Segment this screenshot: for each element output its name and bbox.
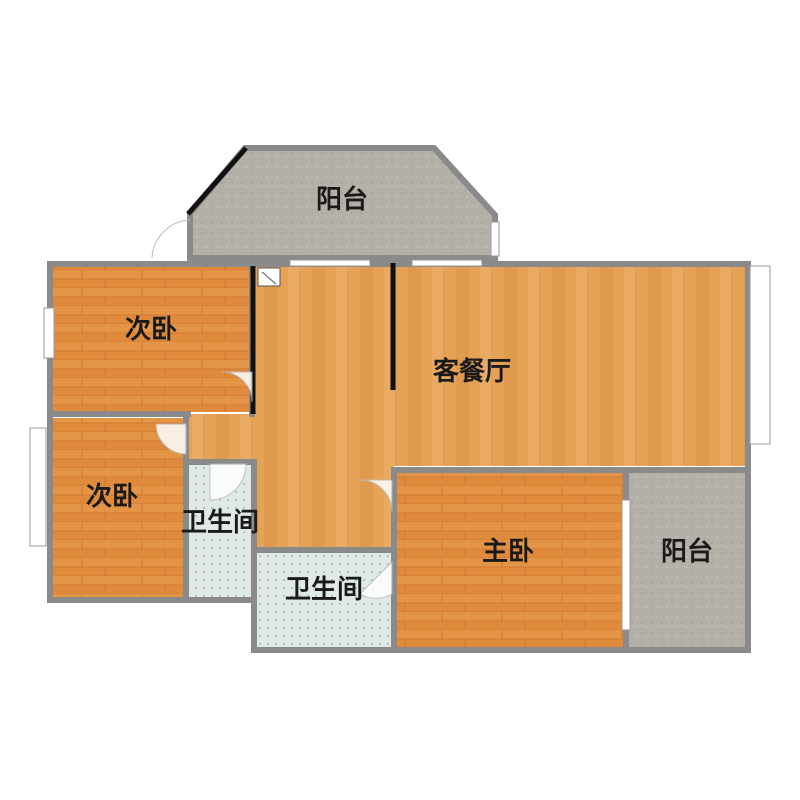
label-living-dining: 客餐厅 xyxy=(433,356,511,387)
balcony-top-window xyxy=(490,221,500,257)
door-lower-left-bedroom xyxy=(155,423,187,455)
windows xyxy=(29,259,771,631)
window-master-right xyxy=(621,499,631,631)
living-dining-floor xyxy=(188,264,748,550)
outer-wall-left xyxy=(47,261,191,603)
master-bedroom-floor xyxy=(394,472,624,648)
window-living-top-2 xyxy=(411,259,483,267)
outer-wall xyxy=(47,261,751,469)
window-living-right xyxy=(749,265,771,445)
bedroom-upper-left-floor xyxy=(50,264,252,412)
fixture-box xyxy=(257,267,281,287)
door-master-bedroom xyxy=(359,479,393,513)
accent-walls xyxy=(250,263,396,414)
label-bedroom-lower-left: 次卧 xyxy=(86,482,138,512)
doors xyxy=(155,371,393,599)
label-bathroom-center: 卫生间 xyxy=(285,575,363,605)
label-bedroom-upper-left: 次卧 xyxy=(125,315,177,345)
window-living-top-1 xyxy=(289,259,371,267)
balcony-right-floor xyxy=(626,472,748,648)
outer-wall-bottom xyxy=(185,463,751,653)
door-bathroom-left xyxy=(209,463,247,501)
label-balcony-right: 阳台 xyxy=(661,536,713,567)
bedroom-lower-left-floor xyxy=(50,418,186,598)
door-upper-left-bedroom xyxy=(221,371,253,403)
bathroom-center-floor xyxy=(254,550,394,648)
label-balcony-top: 阳台 xyxy=(316,184,368,215)
balcony-top-door-swing xyxy=(151,219,191,259)
balcony-top-accent-wall xyxy=(186,146,248,216)
balcony-top xyxy=(151,145,500,261)
label-master-bedroom: 主卧 xyxy=(482,537,534,567)
window-upper-left-bedroom xyxy=(43,307,55,359)
label-bathroom-left: 卫生间 xyxy=(181,508,259,538)
door-bathroom-center xyxy=(359,560,393,599)
window-lower-left-bedroom xyxy=(29,427,47,547)
